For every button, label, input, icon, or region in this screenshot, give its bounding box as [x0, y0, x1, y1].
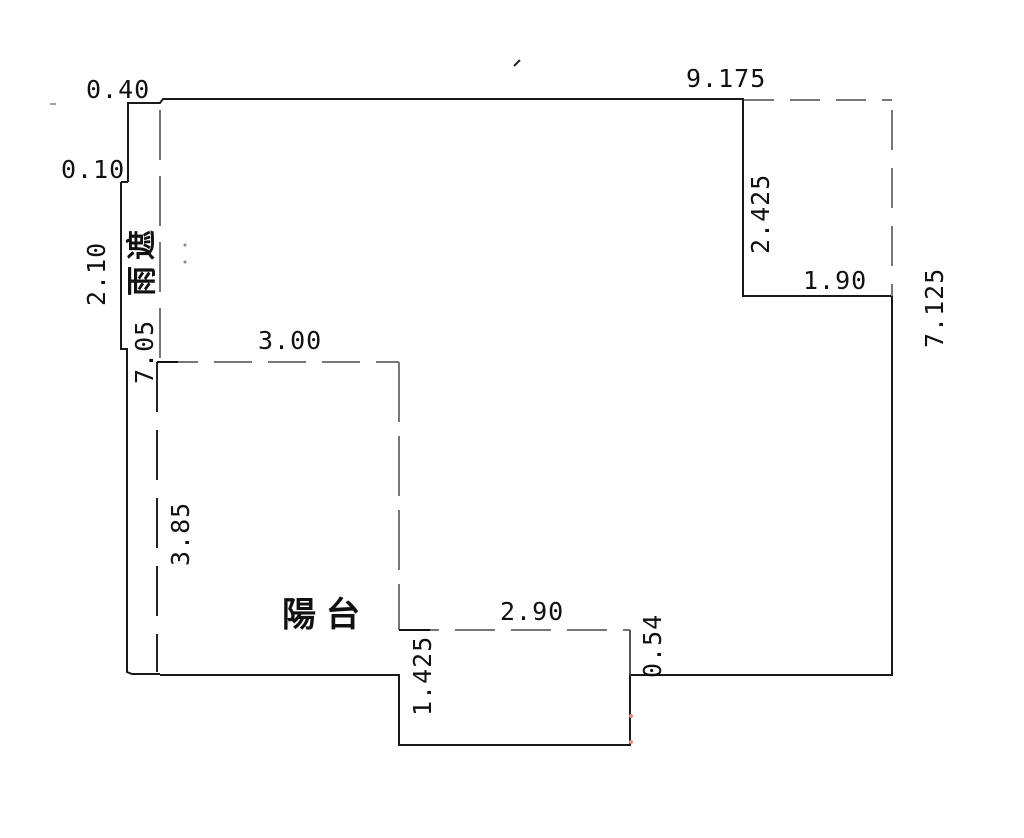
- dashed-boundaries: [156, 99, 893, 675]
- dim-balcony-side: 3.85: [166, 501, 195, 566]
- area-label-balcony: 陽台: [282, 595, 370, 635]
- area-label-canopy: 雨遮: [125, 224, 160, 296]
- stray-dot: [183, 260, 187, 264]
- dim-bottom-bay-width: 2.90: [500, 597, 565, 626]
- dim-notch-height: 2.425: [746, 173, 775, 254]
- dim-left-small-step: 0.10: [61, 155, 126, 184]
- dim-canopy-height: 2.10: [82, 241, 111, 306]
- outer-wall: [120, 98, 893, 746]
- dim-top-width: 9.175: [686, 64, 767, 93]
- dim-balcony-top: 3.00: [258, 326, 323, 355]
- dim-bottom-bay-depth: 1.425: [408, 635, 437, 716]
- stray-dot: [629, 714, 633, 718]
- stray-dot: [629, 740, 633, 744]
- stray-mark: [513, 59, 521, 67]
- dim-top-left-step: 0.40: [86, 75, 151, 104]
- dim-left-wall: 7.05: [130, 319, 159, 384]
- dim-bottom-bay-offset: 0.54: [638, 613, 667, 678]
- dim-right-wall: 7.125: [920, 267, 949, 348]
- dim-notch-width: 1.90: [803, 266, 868, 295]
- stray-dot: [183, 243, 187, 247]
